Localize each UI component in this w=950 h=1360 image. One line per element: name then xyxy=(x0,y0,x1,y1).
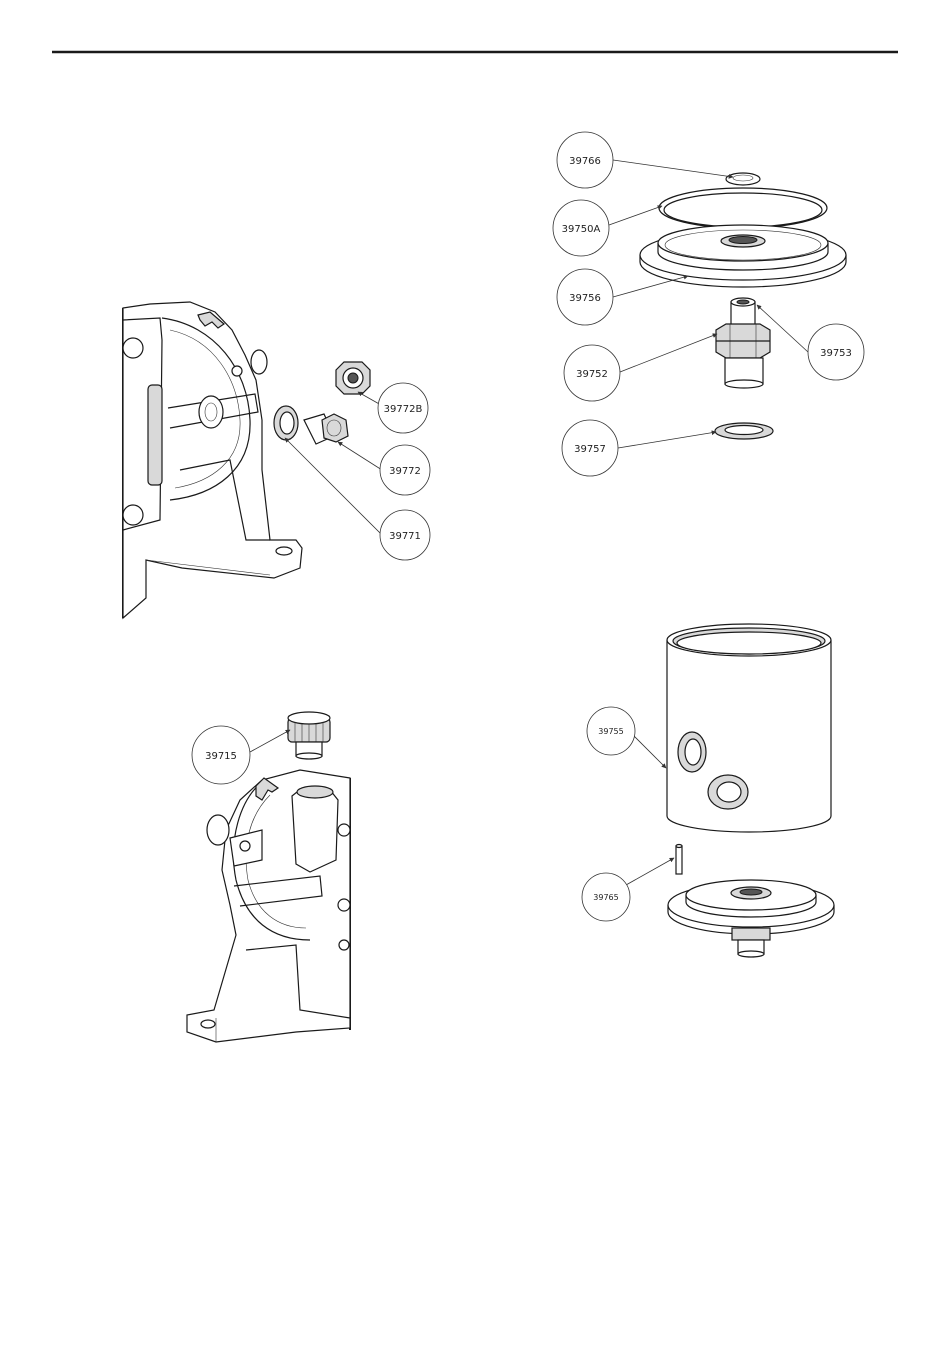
callout-label: 39766 xyxy=(569,156,601,167)
callout-39757: 39757 xyxy=(562,420,716,476)
washer-39766 xyxy=(726,173,760,185)
callout-39766: 39766 xyxy=(557,132,733,188)
callout-label: 39755 xyxy=(598,727,623,736)
pump-housing-top-view xyxy=(187,770,350,1042)
callout-39772B: 39772B xyxy=(358,383,428,433)
callout-39715: 39715 xyxy=(192,726,290,784)
cap-39715 xyxy=(288,712,330,759)
callout-label: 39752 xyxy=(576,369,608,380)
callout-39765: 39765 xyxy=(582,858,674,921)
callout-39753: 39753 xyxy=(757,305,864,380)
callout-label: 39750A xyxy=(562,224,601,235)
fitting-39752 xyxy=(716,298,770,388)
callout-label: 39756 xyxy=(569,293,601,304)
callout-39772: 39772 xyxy=(338,442,430,495)
callout-39752: 39752 xyxy=(564,334,717,401)
callout-label: 39753 xyxy=(820,348,852,359)
pin-39765 xyxy=(676,845,682,875)
callout-label: 39772B xyxy=(384,404,423,415)
plug-39772 xyxy=(304,414,348,444)
plate-39756 xyxy=(640,225,846,287)
seal-39771 xyxy=(274,406,298,440)
washer-39757 xyxy=(715,423,773,439)
cylinder-39755 xyxy=(667,624,831,832)
callout-label: 39715 xyxy=(205,751,237,762)
nut-39772B xyxy=(336,362,370,394)
pump-housing-side-view xyxy=(123,302,302,618)
callout-label: 39765 xyxy=(593,893,618,902)
o-ring-39750A xyxy=(659,188,827,228)
valve-seat-assembly xyxy=(640,173,846,439)
callout-label: 39772 xyxy=(389,466,421,477)
callout-label: 39757 xyxy=(574,444,606,455)
base-plate xyxy=(668,880,834,957)
callout-label: 39771 xyxy=(389,531,421,542)
callout-39755: 39755 xyxy=(587,707,666,768)
